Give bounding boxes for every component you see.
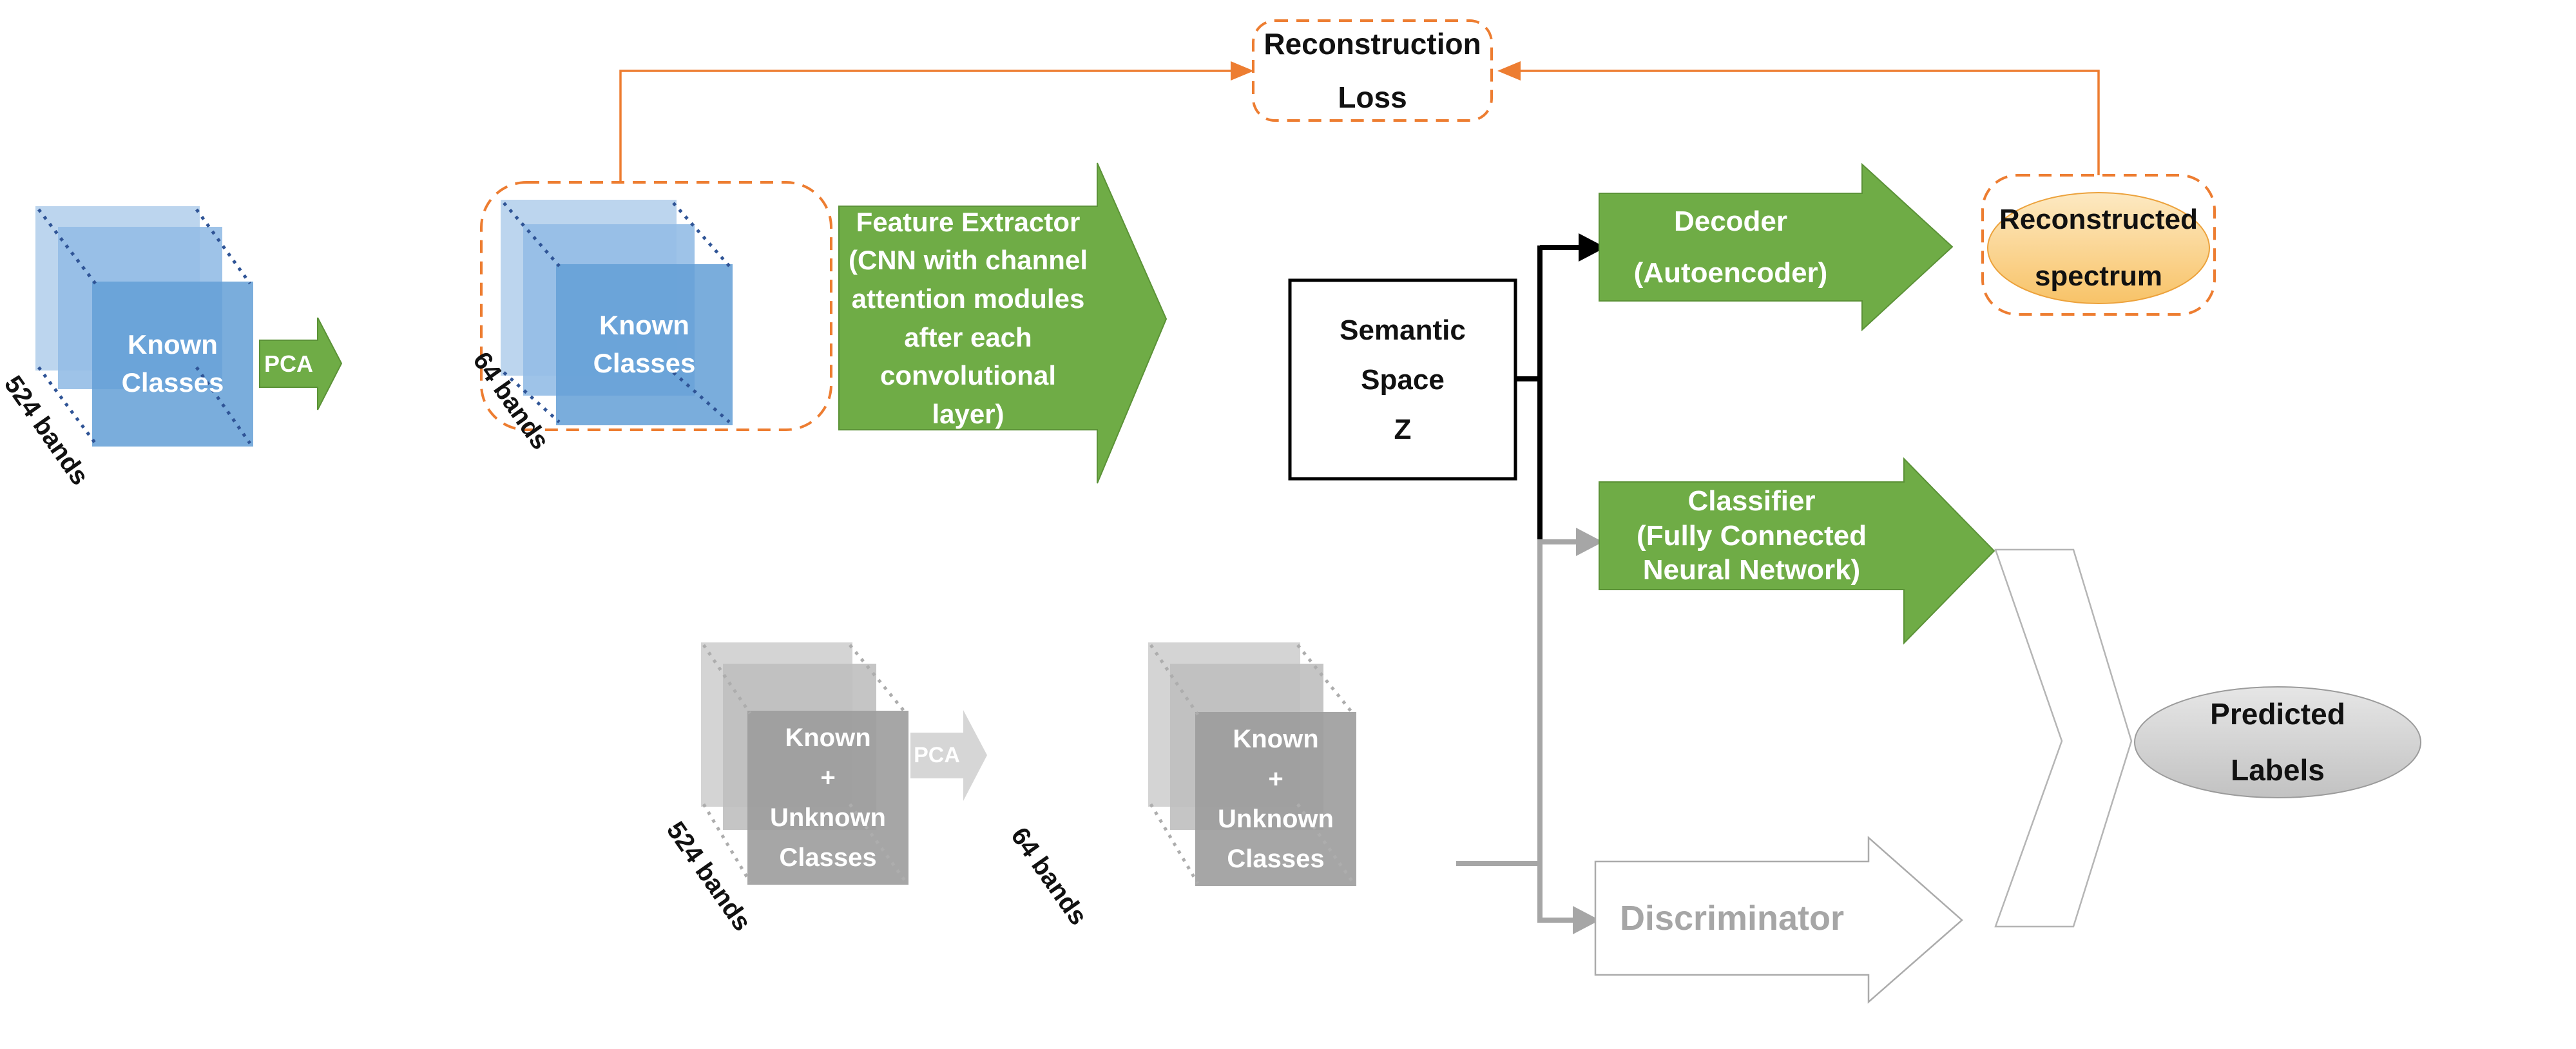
- semantic-space-box: [1288, 278, 1517, 481]
- arrowhead-into-loss-left: [1231, 61, 1254, 81]
- cube-front-layer: [92, 282, 253, 447]
- known-unknown-cube-524: [701, 642, 908, 885]
- cube-perspective-dotted-lines: [37, 208, 252, 445]
- cube-front-layer: [1195, 712, 1356, 886]
- cube-front-layer: [556, 264, 733, 425]
- gray-connectors: [1456, 539, 1579, 923]
- orange-loss-connectors: [619, 70, 2100, 182]
- arrowhead-into-loss-right: [1497, 61, 1521, 81]
- known-unknown-cube-64: [1148, 642, 1356, 886]
- known-classes-cube-64: [501, 200, 733, 425]
- feature-extractor-arrow: [838, 162, 1168, 484]
- arrowhead-to-decoder: [1579, 233, 1606, 262]
- discriminator-arrow: [1594, 836, 1963, 1004]
- known-classes-cube-524: [35, 206, 253, 447]
- merge-chevron: [1994, 548, 2133, 928]
- pca-arrow-known: [259, 317, 343, 410]
- encoder-input-dashed-outline: [480, 181, 832, 431]
- cube-perspective-dotted-lines: [702, 644, 908, 883]
- classifier-arrow: [1599, 457, 1995, 645]
- cube-perspective-dotted-lines: [1149, 644, 1356, 885]
- cube-front-layer: [747, 711, 908, 885]
- cube-perspective-dotted-lines: [503, 202, 731, 423]
- reconstructed-spectrum-ellipse: [1987, 192, 2210, 304]
- predicted-labels-ellipse: [2134, 686, 2421, 798]
- black-connectors: [1515, 245, 1582, 544]
- arrowhead-to-classifier: [1576, 528, 1603, 556]
- arrowhead-to-discriminator: [1573, 906, 1600, 934]
- pca-arrow-unknown: [910, 710, 987, 801]
- decoder-arrow: [1599, 162, 1954, 332]
- reconstruction-loss-box: [1252, 19, 1493, 122]
